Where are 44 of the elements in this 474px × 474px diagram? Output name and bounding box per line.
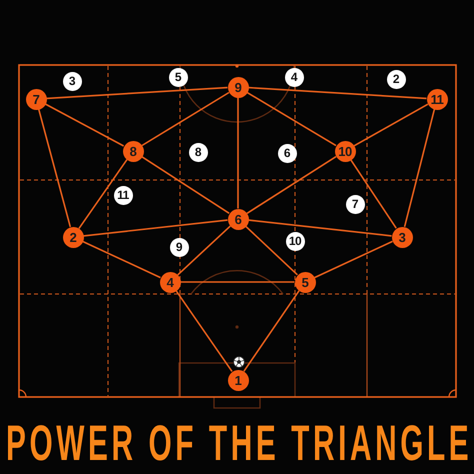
connector-line xyxy=(83,219,228,237)
opponent-marker: 3 xyxy=(62,72,82,90)
connector-line xyxy=(177,226,231,276)
connector-line xyxy=(142,92,230,146)
opponent-marker: 9 xyxy=(170,238,188,256)
connector-line xyxy=(38,108,72,228)
player-marker: 4 xyxy=(160,272,180,292)
opponent-marker: 5 xyxy=(168,68,188,86)
player-marker: 7 xyxy=(26,88,46,110)
title: POWER OF THE TRIANGLE xyxy=(6,418,472,468)
connector-line xyxy=(82,240,161,278)
connector-line xyxy=(350,159,397,229)
connector-line xyxy=(248,219,392,237)
player-marker: 1 xyxy=(228,370,248,390)
opponent-marker: 8 xyxy=(188,142,208,162)
connector-line xyxy=(248,86,427,100)
player-marker: 6 xyxy=(228,208,248,230)
connector-line xyxy=(314,240,393,278)
player-marker: 2 xyxy=(62,226,84,248)
opponent-marker: 6 xyxy=(278,144,296,162)
opponent-marker: 2 xyxy=(386,70,406,88)
connector-line xyxy=(46,86,228,100)
connector-line xyxy=(180,281,294,283)
connector-line xyxy=(404,109,436,227)
opponent-marker: 10 xyxy=(286,232,304,250)
connector-line xyxy=(175,290,233,372)
player-marker: 5 xyxy=(294,272,316,292)
player-marker: 9 xyxy=(228,76,248,98)
opponent-marker: 11 xyxy=(114,186,132,204)
connector-line xyxy=(44,103,124,147)
player-marker: 8 xyxy=(122,140,144,162)
connector-line xyxy=(237,98,239,208)
opponent-marker: 7 xyxy=(346,194,364,214)
connector-line xyxy=(141,156,230,214)
connector-line xyxy=(243,290,300,372)
connector-line xyxy=(354,104,428,146)
connector-line xyxy=(246,156,337,214)
connector-line xyxy=(245,226,298,276)
connector-line xyxy=(78,159,128,229)
connector-line xyxy=(246,92,336,146)
opponent-marker: 4 xyxy=(284,68,304,86)
player-marker: 3 xyxy=(392,226,412,248)
player-marker: 10 xyxy=(334,140,356,162)
player-marker: 11 xyxy=(426,88,448,110)
